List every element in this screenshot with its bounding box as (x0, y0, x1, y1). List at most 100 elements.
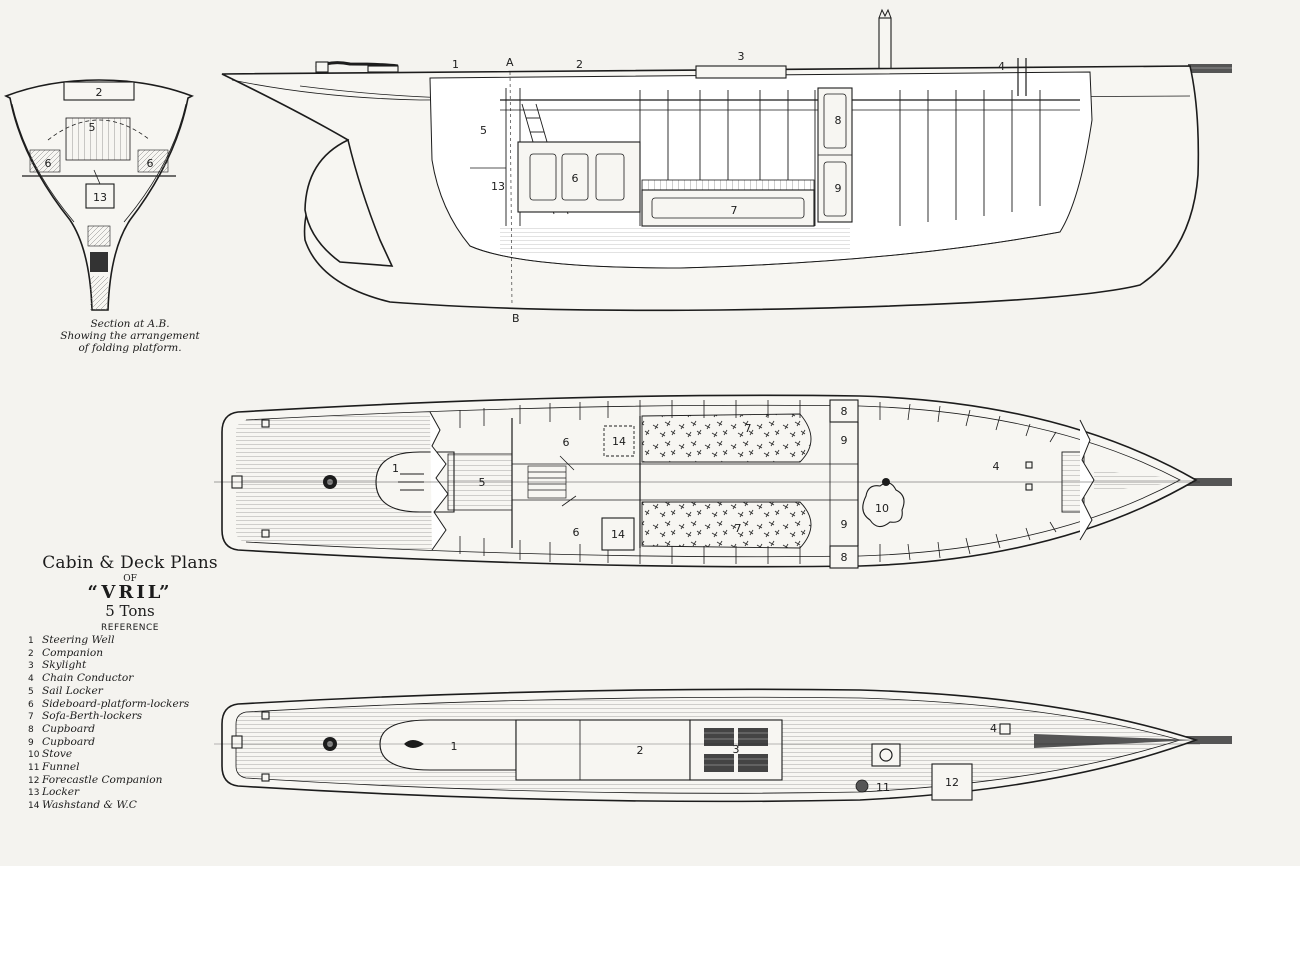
cabin-sofa-berth-bottom (641, 501, 812, 549)
cabin-washstand-bottom (601, 517, 635, 551)
reference-label: Cupboard (42, 735, 96, 748)
section-caption-line-3: of folding platform. (78, 342, 182, 354)
reference-number: 11 (28, 763, 40, 774)
section-companion-box (63, 81, 135, 101)
reference-label: Chain Conductor (42, 672, 134, 685)
section-label-6-right: 6 (147, 157, 154, 170)
cabin-cupboard-8-top (829, 399, 859, 423)
cabin-label-7-bottom: 7 (735, 522, 742, 535)
section-label-13: 13 (93, 191, 107, 204)
reference-number: 12 (28, 775, 40, 786)
reference-number: 6 (28, 699, 34, 710)
reference-label: Funnel (42, 761, 80, 774)
deck-label-1: 1 (451, 740, 458, 753)
profile-label-6: 6 (572, 172, 579, 185)
reference-label: Locker (42, 786, 80, 799)
section-marker-b: B (512, 312, 520, 325)
reference-label: Washstand & W.C (42, 799, 137, 812)
plan-drawing: 2 5 6 6 13 (4, 8, 1232, 803)
reference-item: 6 Sideboard-platform-lockers (28, 697, 250, 712)
section-label-2: 2 (96, 86, 103, 99)
reference-number: 3 (28, 661, 34, 672)
plan-legend: Cabin & Deck Plans OF “VRIL” 5 Tons REFE… (10, 553, 250, 813)
cabin-stove (862, 482, 905, 528)
reference-number: 10 (28, 750, 40, 761)
reference-label: Sail Locker (42, 684, 103, 697)
bowsprit (1188, 64, 1232, 73)
section-locker-13 (85, 183, 115, 209)
cabin-label-1: 1 (392, 462, 399, 475)
reference-item: 5 Sail Locker (28, 684, 250, 699)
profile-label-1: 1 (452, 58, 459, 71)
cabin-label-8-top: 8 (841, 405, 848, 418)
reference-number: 2 (28, 648, 34, 659)
deck-chain-conductor (999, 723, 1011, 735)
section-label-6-left: 6 (45, 157, 52, 170)
cabin-label-9-bottom: 9 (841, 518, 848, 531)
cabin-label-6-bottom: 6 (573, 526, 580, 539)
deck-plan-view: 1 2 3 11 12 4 (214, 688, 1232, 803)
cabin-plan-view: 1 5 6 6 14 1 (214, 394, 1232, 569)
profile-label-4: 4 (998, 60, 1005, 73)
cross-section-view: 2 5 6 6 13 (4, 79, 194, 311)
deck-funnel (855, 779, 869, 793)
deck-companion (515, 719, 691, 781)
profile-label-7: 7 (731, 204, 738, 217)
deck-label-11: 11 (876, 781, 890, 794)
cabin-washstand-top (603, 425, 635, 457)
reference-number: 14 (28, 801, 40, 812)
cabin-label-14-top: 14 (612, 435, 626, 448)
cabin-sofa-berth-top (641, 413, 812, 463)
section-caption: Section at A.B. Showing the arrangement … (30, 318, 230, 354)
deck-label-3: 3 (733, 743, 740, 756)
reference-label: Steering Well (42, 634, 115, 646)
cabin-label-6-top: 6 (563, 436, 570, 449)
section-caption-line-2: Showing the arrangement (60, 330, 200, 342)
profile-label-5: 5 (480, 124, 487, 137)
reference-number: 1 (28, 636, 34, 646)
profile-sofa-berth-7 (641, 189, 815, 227)
profile-label-2: 2 (576, 58, 583, 71)
deck-steering-well (379, 719, 517, 771)
profile-sideboard-6 (517, 141, 641, 213)
profile-skylight (695, 65, 787, 79)
section-label-5: 5 (89, 121, 96, 134)
rudder (304, 138, 394, 267)
reference-number: 7 (28, 712, 34, 723)
cabin-frames (459, 400, 1057, 564)
legend-title: Cabin & Deck Plans (42, 553, 218, 573)
engraving-sheet: 2 5 6 6 13 (0, 0, 1300, 866)
profile-view: 3 6 7 8 9 5 13 (221, 8, 1232, 325)
cabin-label-9-top: 9 (841, 434, 848, 447)
section-marker-a: A (506, 56, 514, 69)
reference-number: 5 (28, 686, 34, 697)
reference-number: 13 (28, 788, 40, 799)
reference-label: Companion (42, 646, 104, 659)
reference-heading: REFERENCE (101, 623, 159, 633)
cabin-label-8-bottom: 8 (841, 551, 848, 564)
cabin-label-10: 10 (875, 502, 889, 515)
reference-number: 4 (28, 674, 34, 685)
reference-label: Forecastle Companion (42, 773, 163, 786)
cabin-plan-hull (221, 394, 1198, 568)
deck-forecastle-companion (931, 763, 973, 801)
reference-label: Sideboard-platform-lockers (42, 697, 190, 710)
yacht-name: “VRIL” (87, 582, 173, 603)
cabin-label-4: 4 (993, 460, 1000, 473)
reference-item: 2 Companion (28, 646, 250, 661)
deck-label-12: 12 (945, 776, 959, 789)
reference-item: 1 Steering Well (28, 634, 250, 648)
profile-label-13: 13 (491, 180, 505, 193)
section-sail-locker (65, 117, 131, 161)
cabin-label-14-bottom: 14 (611, 528, 625, 541)
